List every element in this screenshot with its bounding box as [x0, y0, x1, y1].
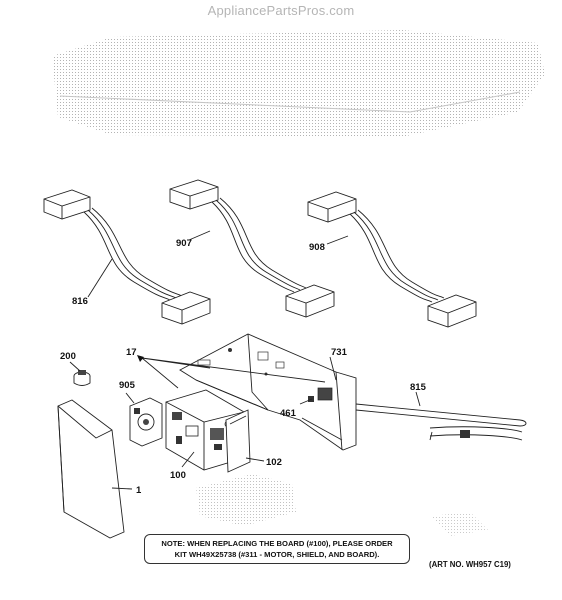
leader-908: [326, 235, 349, 245]
control-board-100: [165, 389, 245, 471]
leader-816: [87, 258, 113, 298]
callout-908: 908: [309, 242, 325, 253]
board-shield-102: [225, 409, 251, 473]
part-200: [73, 370, 91, 386]
leader-1: [111, 487, 133, 490]
watermark: AppliancePartsPros.com: [207, 3, 355, 18]
leader-461: [299, 398, 313, 405]
ghost-part: [196, 474, 296, 526]
callout-1: 1: [136, 485, 142, 496]
callout-100: 100: [170, 470, 186, 481]
leader-815: [415, 391, 421, 407]
callout-905: 905: [119, 380, 136, 391]
callout-816: 816: [72, 296, 88, 307]
part-905: [129, 397, 163, 447]
callout-907: 907: [176, 238, 192, 249]
note-line-1: NOTE: WHEN REPLACING THE BOARD (#100), P…: [161, 539, 393, 548]
leader-100: [181, 451, 195, 468]
callout-17: 17: [126, 347, 137, 358]
arrowhead-17: [137, 355, 144, 362]
art-number: (ART NO. WH957 C19): [429, 560, 511, 569]
sensor-815: [355, 403, 527, 441]
ghost-cabinet: [52, 30, 545, 137]
note-line-2: KIT WH49X25738 (#311 - MOTOR, SHIELD, AN…: [174, 550, 380, 559]
replacement-note: NOTE: WHEN REPLACING THE BOARD (#100), P…: [144, 534, 410, 564]
control-box-731: [179, 333, 357, 451]
leader-731: [329, 356, 337, 381]
callout-200: 200: [60, 351, 76, 362]
leader-907: [188, 230, 211, 241]
wire-harness-908: [307, 191, 477, 328]
wire-harness-816: [43, 189, 211, 325]
leader-200: [69, 361, 81, 372]
callout-815: 815: [410, 382, 427, 393]
leader-17: [141, 357, 326, 389]
leader-102: [245, 457, 265, 462]
leader-905: [125, 392, 135, 404]
callout-102: 102: [266, 457, 282, 468]
ghost-part: [430, 512, 488, 536]
panel-1: [57, 399, 125, 539]
callout-461: 461: [280, 408, 297, 419]
callout-731: 731: [331, 347, 348, 358]
wire-harness-907: [169, 179, 335, 318]
